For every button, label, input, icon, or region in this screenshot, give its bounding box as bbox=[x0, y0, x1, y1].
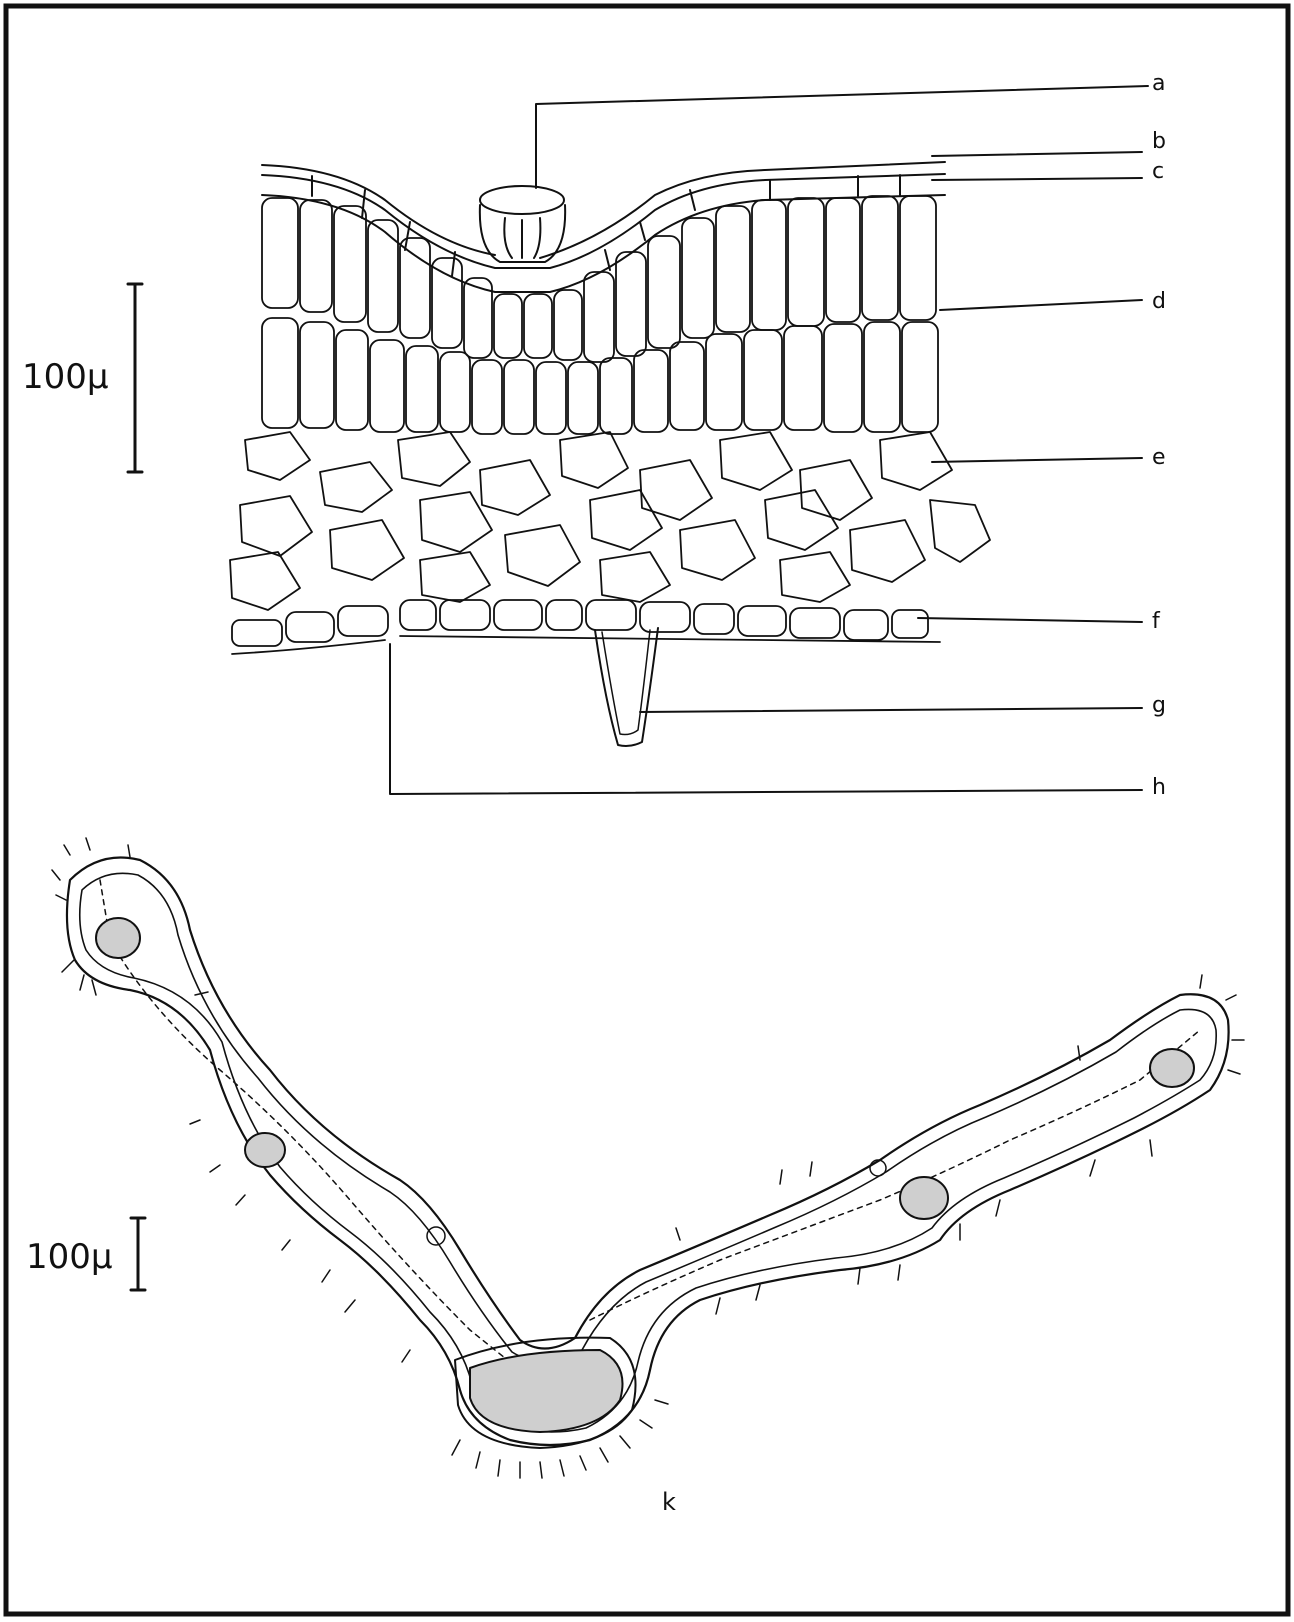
leaf-whole-section: 100μ k bbox=[26, 838, 1244, 1516]
label-f: f bbox=[1152, 609, 1161, 634]
trichome-inner bbox=[602, 630, 650, 735]
figure-frame bbox=[6, 6, 1288, 1614]
label-b: b bbox=[1152, 129, 1166, 154]
section-glands bbox=[427, 1160, 886, 1245]
lower-scale-label: 100μ bbox=[26, 1237, 113, 1277]
label-d: d bbox=[1152, 289, 1166, 314]
label-k: k bbox=[662, 1488, 676, 1516]
glandular-trichome bbox=[480, 186, 565, 262]
upper-scale-label: 100μ bbox=[22, 357, 109, 397]
lower-scale-bar bbox=[131, 1218, 145, 1290]
upper-epidermis bbox=[262, 174, 945, 292]
label-c: c bbox=[1152, 159, 1164, 184]
lower-epidermis bbox=[232, 600, 940, 654]
spongy-mesophyll bbox=[230, 432, 990, 610]
label-h: h bbox=[1152, 775, 1166, 800]
label-e: e bbox=[1152, 445, 1166, 470]
leaf-cross-section: 100μ a b c d e f g h bbox=[22, 71, 1166, 800]
palisade-layer-upper bbox=[262, 196, 936, 362]
section-midline bbox=[100, 880, 1200, 1370]
vascular-bundles bbox=[96, 918, 1194, 1448]
label-a: a bbox=[1152, 71, 1165, 96]
label-g: g bbox=[1152, 693, 1166, 718]
palisade-layer-lower bbox=[262, 318, 938, 434]
section-outline-outer bbox=[67, 858, 1229, 1446]
upper-scale-bar bbox=[128, 284, 142, 472]
